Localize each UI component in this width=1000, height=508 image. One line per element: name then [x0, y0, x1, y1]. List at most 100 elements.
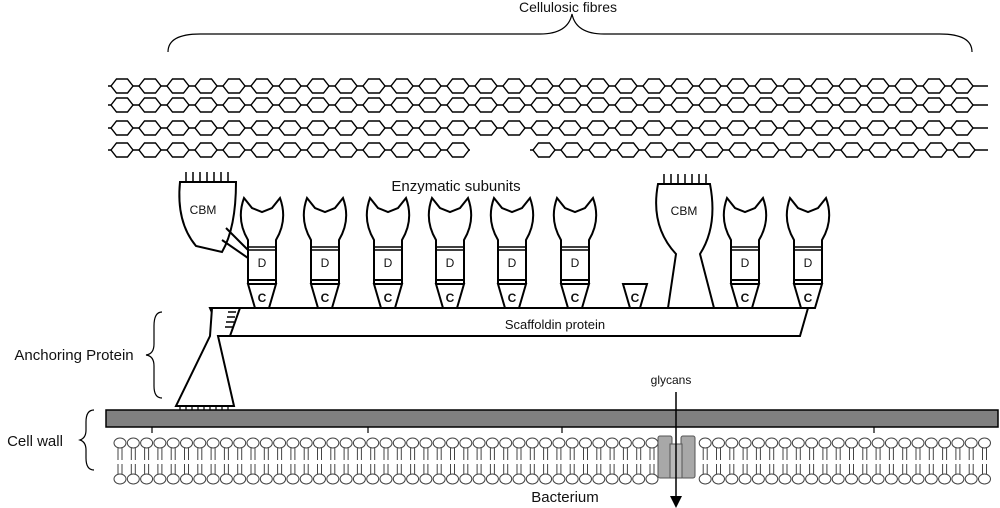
- glucose-ring: [138, 120, 162, 136]
- glucose-ring: [614, 120, 638, 136]
- glucose-ring: [474, 97, 498, 113]
- glucose-ring: [558, 120, 582, 136]
- phospholipid-pair: [579, 437, 592, 485]
- scaffoldin-protein-label: Scaffoldin protein: [505, 317, 605, 332]
- cbm-module-right: CBM: [655, 174, 716, 309]
- phospholipid-pair: [339, 437, 353, 485]
- glucose-ring: [530, 97, 554, 113]
- phospholipid-pair: [818, 437, 832, 485]
- catalytic-domain: [427, 195, 473, 281]
- glucose-ring: [250, 142, 274, 158]
- glucose-ring: [446, 78, 470, 94]
- phospholipid-pair: [805, 437, 819, 485]
- glucose-ring: [586, 120, 610, 136]
- dockerin-label: D: [321, 256, 330, 270]
- phospholipid-pair: [206, 437, 220, 485]
- glucose-ring: [700, 142, 724, 158]
- glucose-ring: [894, 120, 918, 136]
- glucose-ring: [278, 78, 302, 94]
- glucose-ring: [222, 78, 246, 94]
- enzyme-subunit: DC: [365, 195, 411, 309]
- cohesin-label: C: [571, 291, 580, 305]
- phospholipid-pair: [193, 437, 207, 485]
- glucose-ring: [896, 142, 920, 158]
- phospholipid-pair: [712, 437, 725, 485]
- phospholipid-pair: [140, 437, 154, 485]
- dockerin-label: D: [804, 256, 813, 270]
- glucose-ring: [558, 97, 582, 113]
- cohesin-domain: [372, 283, 404, 309]
- glucose-ring: [390, 97, 414, 113]
- anchoring-brace: [145, 311, 163, 399]
- glucose-ring: [812, 142, 836, 158]
- glucose-ring: [446, 97, 470, 113]
- phospholipid-pair: [499, 437, 513, 485]
- glucose-ring: [838, 120, 862, 136]
- fibres-brace: [167, 13, 973, 53]
- glucose-ring: [362, 142, 386, 158]
- enzyme-subunit: DC: [785, 195, 831, 309]
- enzyme-subunit: DC: [722, 195, 768, 309]
- cohesin-label: C: [631, 291, 640, 305]
- glucose-ring: [138, 97, 162, 113]
- phospholipid-pair: [924, 437, 938, 485]
- glucose-ring: [334, 120, 358, 136]
- cellulose-chain: [108, 97, 988, 113]
- phospholipid-pair: [326, 437, 340, 485]
- phospholipid-pair: [406, 437, 420, 485]
- glycans-arrowhead: [670, 496, 682, 508]
- glucose-ring: [446, 120, 470, 136]
- dockerin-label: D: [258, 256, 267, 270]
- phospholipid-pair: [552, 437, 566, 485]
- phospholipid-pair: [632, 437, 646, 485]
- glucose-ring: [586, 78, 610, 94]
- phospholipid-pair: [299, 437, 313, 485]
- glucose-ring: [698, 78, 722, 94]
- glucose-ring: [166, 97, 190, 113]
- glucose-ring: [250, 97, 274, 113]
- glucose-ring: [894, 97, 918, 113]
- phospholipid-pair: [219, 437, 233, 485]
- cohesin-domain: [309, 283, 341, 309]
- cellulose-chain: [108, 120, 988, 136]
- glucose-ring: [502, 120, 526, 136]
- catalytic-domain: [785, 195, 831, 281]
- glucose-ring: [838, 97, 862, 113]
- glucose-ring: [670, 97, 694, 113]
- glucose-ring: [810, 97, 834, 113]
- glucose-ring: [868, 142, 892, 158]
- glucose-ring: [588, 142, 612, 158]
- cell-wall: [105, 409, 999, 428]
- cohesin-domain: [496, 283, 528, 309]
- phospholipid-pair: [539, 437, 553, 485]
- glucose-ring: [306, 78, 330, 94]
- glucose-ring: [194, 78, 218, 94]
- glucose-ring: [110, 78, 134, 94]
- phospholipid-pair: [379, 437, 393, 485]
- cellulose-chain: [108, 142, 470, 158]
- phospholipid-pair: [645, 437, 659, 485]
- glucose-ring: [278, 97, 302, 113]
- cohesin-domain: [729, 283, 761, 309]
- glucose-ring: [670, 120, 694, 136]
- phospholipid-pair: [180, 437, 193, 485]
- phospholipid-pair: [273, 437, 287, 485]
- phospholipid-pair: [765, 437, 779, 485]
- phospholipid-pair: [791, 437, 805, 485]
- phospholipid-pair: [366, 437, 380, 485]
- glucose-ring: [810, 120, 834, 136]
- phospholipid-pair: [352, 437, 366, 485]
- phospholipid-pair: [259, 437, 273, 485]
- phospholipid-pair: [419, 437, 433, 485]
- glucose-ring: [334, 142, 358, 158]
- glucose-ring: [866, 120, 890, 136]
- phospholipid-pair: [153, 437, 167, 485]
- cohesin-label: C: [508, 291, 517, 305]
- catalytic-domain: [365, 195, 411, 281]
- phospholipid-pair: [778, 437, 792, 485]
- glucose-ring: [362, 97, 386, 113]
- glucose-ring: [922, 78, 946, 94]
- phospholipid-pair: [233, 437, 247, 485]
